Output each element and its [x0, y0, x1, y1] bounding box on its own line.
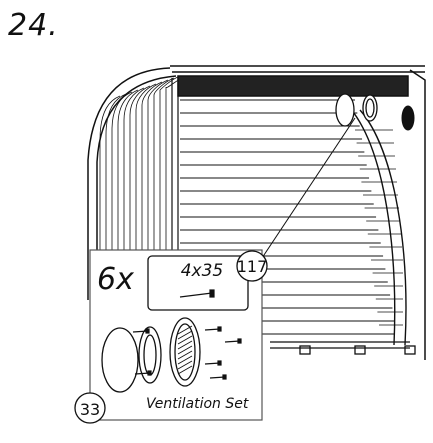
step-number: 24.: [8, 8, 59, 43]
screw-size-label: 4x35: [180, 261, 224, 281]
vent-part-number: 33: [79, 400, 101, 419]
screw-part-number: 117: [236, 257, 268, 276]
screw-quantity: 6x: [97, 262, 134, 297]
ventilation-set-label: Ventilation Set: [146, 396, 249, 412]
